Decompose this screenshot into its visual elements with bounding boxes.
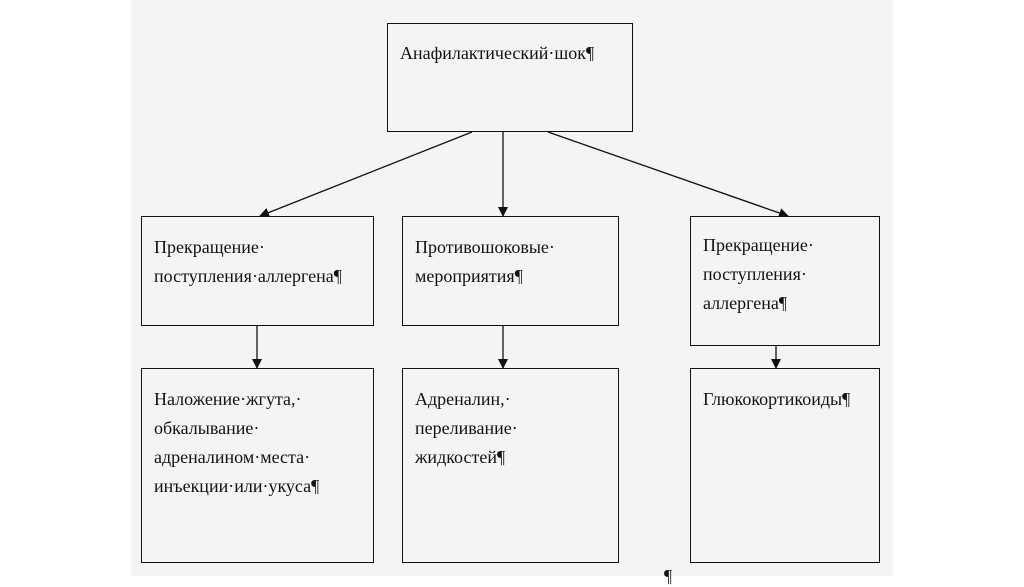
- node-anaphylactic-shock: Анафилактический·шок¶: [387, 23, 633, 132]
- node-text-line: Адреналин,·: [415, 389, 511, 409]
- node-text-line: поступления·: [703, 264, 807, 284]
- arrow-root-to-left: [259, 131, 473, 218]
- node-antishock-measures: Противошоковые· мероприятия¶: [402, 216, 619, 326]
- node-text-line: адреналином·места·: [154, 447, 311, 467]
- node-text-line: инъекции·или·укуса¶: [154, 476, 320, 496]
- node-tourniquet-adrenaline-injection: Наложение·жгута,· обкалывание· адреналин…: [141, 368, 374, 563]
- node-text-line: Прекращение·: [154, 237, 265, 257]
- node-text-line: переливание·: [415, 418, 518, 438]
- arrow-root-to-right: [547, 131, 789, 218]
- node-text-line: Прекращение·: [703, 235, 814, 255]
- node-text-line: Глюкокортикоиды¶: [703, 389, 851, 409]
- node-text-line: Наложение·жгута,·: [154, 389, 302, 409]
- node-text-line: поступления·аллергена¶: [154, 266, 342, 286]
- node-stop-allergen-right: Прекращение· поступления· аллергена¶: [690, 216, 880, 346]
- node-adrenaline-fluids: Адреналин,· переливание· жидкостей¶: [402, 368, 619, 563]
- node-text-line: Анафилактический·шок¶: [400, 43, 595, 63]
- node-glucocorticoids: Глюкокортикоиды¶: [690, 368, 880, 563]
- node-text-line: жидкостей¶: [415, 447, 506, 467]
- node-text-line: обкалывание·: [154, 418, 260, 438]
- node-stop-allergen-left: Прекращение· поступления·аллергена¶: [141, 216, 374, 326]
- node-text-line: аллергена¶: [703, 293, 788, 313]
- paragraph-mark: ¶: [664, 566, 673, 586]
- node-text-line: Противошоковые·: [415, 237, 555, 257]
- node-text-line: мероприятия¶: [415, 266, 523, 286]
